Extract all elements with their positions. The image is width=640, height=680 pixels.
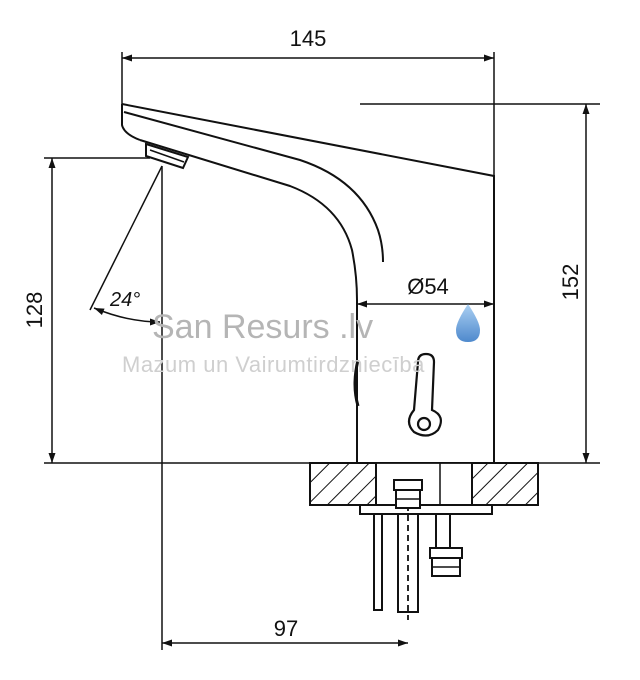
dimension-145	[121, 52, 495, 176]
watermark-tagline: Mazum un Vairumtirdzniecība	[122, 352, 425, 377]
countertop-section	[309, 462, 539, 515]
water-drop-icon	[456, 304, 480, 342]
lever-handle	[407, 352, 443, 437]
dimension-128	[44, 157, 600, 464]
supply-hoses	[373, 479, 463, 620]
dimension-diameter-label: Ø54	[407, 274, 449, 299]
dimension-152-label: 152	[558, 264, 583, 301]
spray-angle	[89, 165, 163, 650]
dimension-145-label: 145	[290, 26, 327, 51]
dimension-152	[360, 103, 600, 463]
spray-angle-label: 24°	[109, 289, 140, 311]
watermark: San Resurs .lv Mazum un Vairumtirdzniecī…	[122, 304, 480, 377]
watermark-brand: San Resurs .lv	[152, 308, 373, 346]
dimension-97-label: 97	[274, 616, 298, 641]
dimension-128-label: 128	[22, 292, 47, 329]
